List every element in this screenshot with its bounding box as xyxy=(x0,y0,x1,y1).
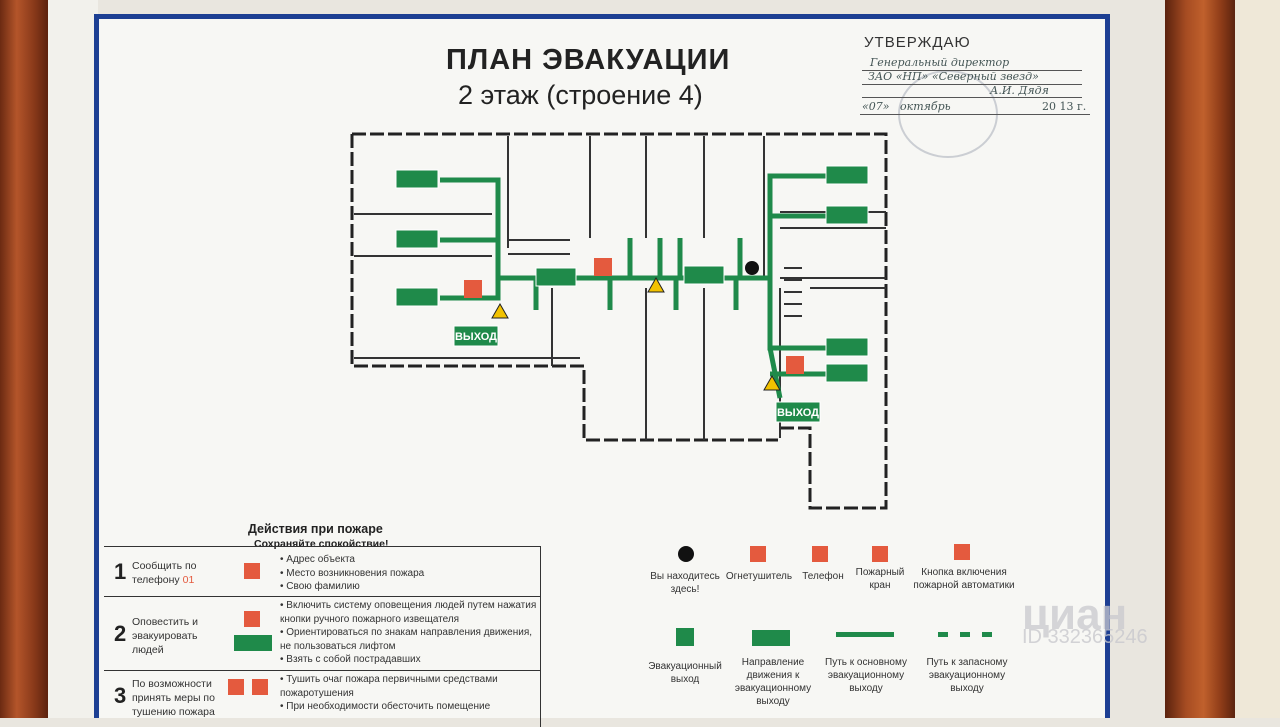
hydrant-icon xyxy=(228,679,244,695)
actions-subtitle: Сохраняйте спокойствие! xyxy=(254,538,389,550)
main-path-line xyxy=(836,632,894,637)
action-step-2: 2 Оповестить и эвакуировать людей Включи… xyxy=(104,597,540,671)
cian-watermark: циан xyxy=(1022,590,1128,639)
action-step-3: 3 По возможности принять меры по тушению… xyxy=(104,671,540,727)
legend-main-path: Путь к основному эвакуационному выходу xyxy=(825,657,907,694)
plan-title: ПЛАН ЭВАКУАЦИИ xyxy=(446,44,731,76)
alarm-button-icon xyxy=(954,544,970,560)
action-step-1: 1 Сообщить по телефону 01 Адрес объекта … xyxy=(104,547,540,597)
legend-phone: Телефон xyxy=(802,571,844,582)
wall xyxy=(1235,0,1280,718)
step-number: 1 xyxy=(114,559,127,584)
direction-arrow-icon xyxy=(752,630,790,646)
step-bullets: Включить систему оповещения людей путем … xyxy=(280,599,538,667)
legend-alarm-button: Кнопка включения пожарной автоматики xyxy=(913,567,1015,591)
phone-icon xyxy=(812,546,828,562)
step-text: По возможности принять меры по тушению п… xyxy=(132,678,215,718)
step-number: 3 xyxy=(114,683,127,708)
listing-id-watermark: ID 332365246 xyxy=(1022,626,1148,648)
step-bullets: Тушить очаг пожара первичными средствами… xyxy=(280,673,538,714)
alarm-button-icon xyxy=(244,611,260,627)
signature-line xyxy=(860,114,1090,115)
frame-mat xyxy=(48,0,98,718)
legend-hydrant: Пожарный кран xyxy=(855,567,905,591)
legend-reserve-path: Путь к запасному эвакуационному выходу xyxy=(926,657,1008,694)
floor-plan: ВЫХОД ВЫХОД xyxy=(350,132,888,510)
exit-label-right: ВЫХОД xyxy=(777,407,819,419)
step-bullets: Адрес объекта Место возникновения пожара… xyxy=(280,553,424,594)
approval-date-month: октябрь xyxy=(900,100,951,113)
approval-position: Генеральный директор xyxy=(870,56,1010,69)
legend-extinguisher: Огнетушитель xyxy=(725,571,793,582)
actions-title: Действия при пожаре xyxy=(248,522,383,536)
approval-year: 20 13 г. xyxy=(1042,100,1087,113)
approval-company: ЗАО «НП» «Северный звезд» xyxy=(868,70,1039,83)
fire-actions-table: 1 Сообщить по телефону 01 Адрес объекта … xyxy=(104,546,541,727)
signature-line xyxy=(862,97,1082,98)
exit-direction-icon xyxy=(234,635,272,651)
phone-icon xyxy=(244,563,260,579)
plan-subtitle: 2 этаж (строение 4) xyxy=(458,80,703,110)
picture-frame-right xyxy=(1165,0,1235,718)
legend-direction: Направление движения к эвакуационному вы… xyxy=(734,657,812,707)
extinguisher-icon xyxy=(252,679,268,695)
step-number: 2 xyxy=(114,621,127,646)
reserve-path-line xyxy=(938,632,998,637)
approval-name: А.И. Дядя xyxy=(990,84,1049,97)
picture-frame-left xyxy=(0,0,48,718)
hydrant-icon xyxy=(872,546,888,562)
legend-exit: Эвакуационный выход xyxy=(648,661,722,685)
exit-label-left: ВЫХОД xyxy=(455,331,497,343)
approval-header: УТВЕРЖДАЮ xyxy=(864,34,971,51)
step-text: Сообщить по телефону 01 xyxy=(132,560,197,586)
approval-date-day: «07» xyxy=(862,100,890,113)
exit-icon xyxy=(676,628,694,646)
signature-line xyxy=(862,84,1082,85)
step-text: Оповестить и эвакуировать людей xyxy=(132,616,198,656)
extinguisher-icon xyxy=(750,546,766,562)
legend-you-are-here: Вы находитесь здесь! xyxy=(650,571,720,595)
signature-line xyxy=(862,70,1082,71)
you-are-here-icon xyxy=(678,546,694,562)
